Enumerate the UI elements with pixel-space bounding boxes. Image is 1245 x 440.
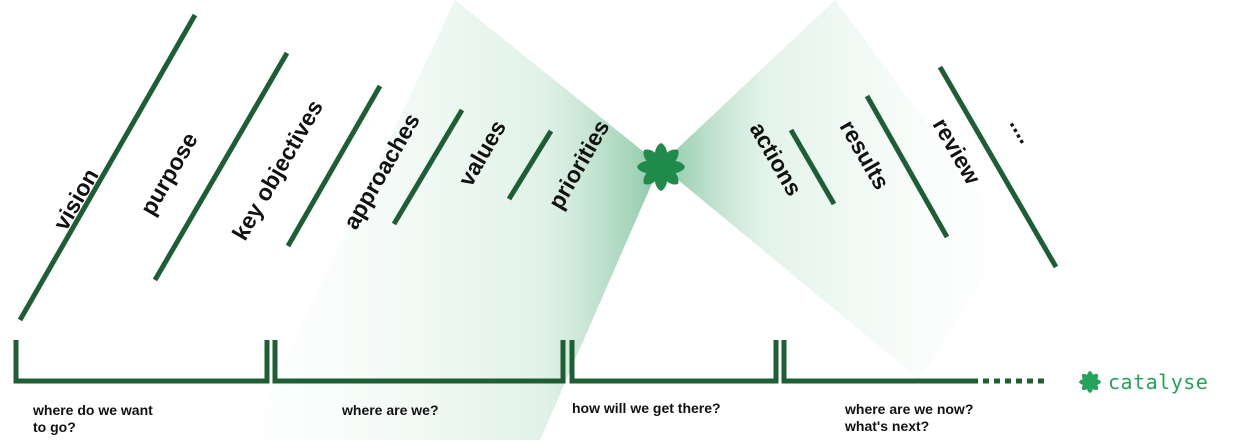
stage-line-purpose: [152, 51, 290, 282]
stage-label-purpose: purpose: [135, 128, 203, 220]
stage-line-review: [937, 65, 1059, 269]
stage-line-vision: [17, 13, 198, 322]
bracket-where-do-we-want-to-go: [13, 340, 270, 384]
stage-label-more: ....: [1005, 113, 1040, 148]
caption-line: what's next?: [845, 418, 930, 434]
catalyse-logo: catalyse: [1078, 369, 1208, 395]
stage-line-values: [506, 129, 554, 201]
bracket-where-are-we: [272, 340, 566, 384]
stage-label-key-objectives: key objectives: [227, 95, 328, 244]
caption-line: where are we?: [342, 402, 439, 418]
caption-line: how will we get there?: [572, 400, 721, 416]
left-cone: [248, 0, 660, 440]
caption-how-will-we-get-there: how will we get there?: [572, 400, 721, 417]
caption-line: where are we now?: [845, 401, 974, 417]
flower-star-icon: [637, 143, 685, 191]
caption-where-do-we-want-to-go: where do we want to go?: [33, 402, 233, 436]
caption-where-are-we-now: where are we now? what's next?: [845, 401, 973, 435]
stage-label-vision: vision: [48, 164, 104, 235]
caption-where-are-we: where are we?: [342, 402, 439, 419]
stage-line-key-objectives: [285, 84, 383, 248]
caption-line: where do we want: [33, 402, 153, 418]
right-cone: [660, 0, 1010, 380]
flower-star-icon: [1079, 371, 1101, 393]
stage-line-actions: [788, 128, 837, 206]
stage-line-results: [864, 94, 950, 239]
bracket-how-will-we-get-there: [569, 340, 779, 384]
stage-line-approaches: [391, 108, 465, 226]
bracket-where-are-we-now: [781, 340, 972, 384]
brand-name: catalyse: [1108, 370, 1209, 394]
caption-line: to go?: [33, 419, 76, 435]
